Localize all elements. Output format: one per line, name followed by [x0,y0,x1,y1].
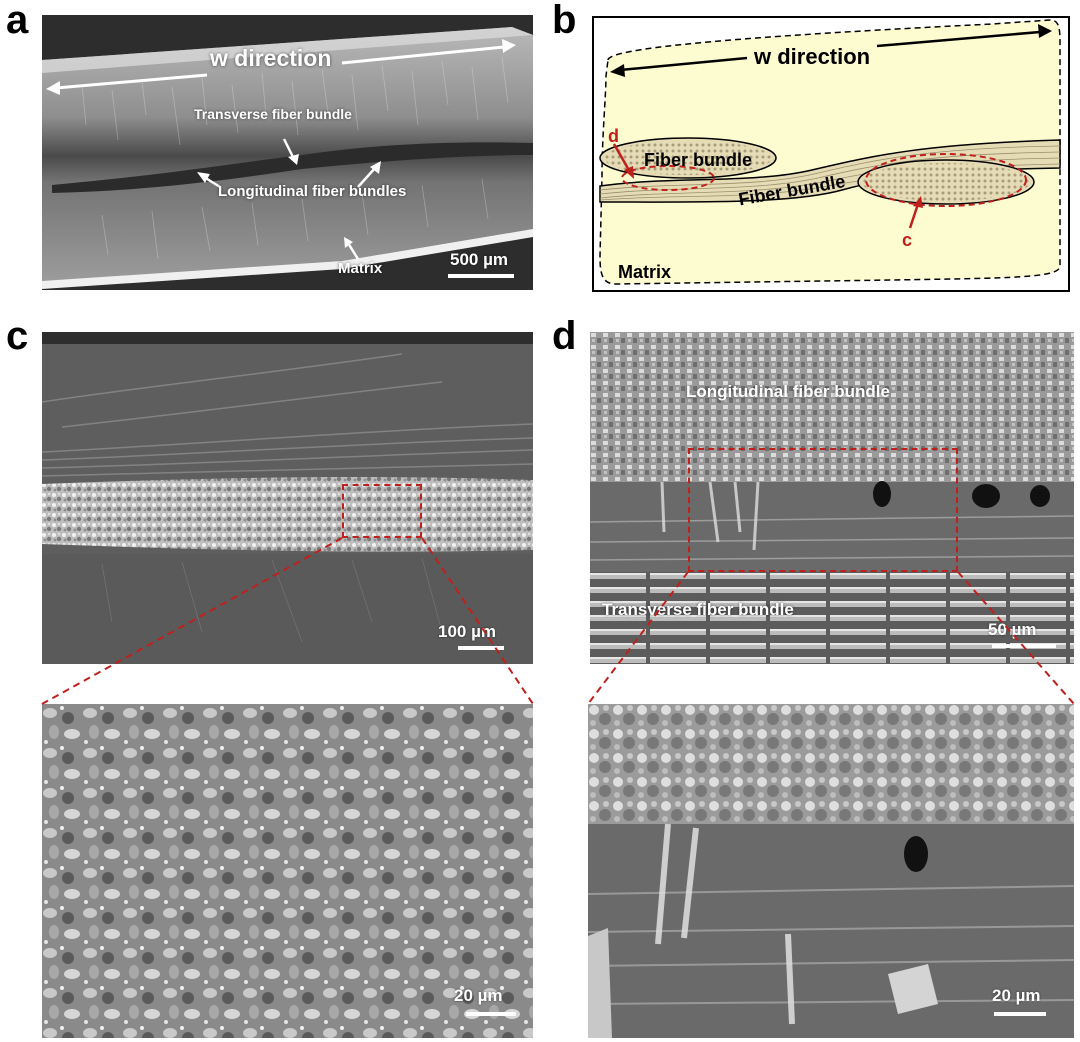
panel-label-d: d [552,314,577,358]
panel-a-longitudinal-label: Longitudinal fiber bundles [218,183,407,200]
panel-a-w-direction-label: w direction [210,45,332,71]
panel-b-region-d-outline [621,165,715,191]
panel-b-schematic: w direction Fiber bundle Fiber bundle d … [592,16,1070,292]
panel-c-top-scale-label: 100 µm [438,622,496,641]
panel-a-sem-image: w direction Transverse fiber bundle Long… [42,15,533,290]
panel-a-scale-bar [448,274,514,278]
panel-d-top-scale-bar [992,644,1056,648]
panel-label-c: c [6,314,29,358]
panel-label-b: b [552,0,577,42]
panel-a-scale-label: 500 µm [450,250,508,269]
panel-d-bottom-scale-label: 20 µm [992,986,1041,1005]
panel-b-matrix-label: Matrix [618,262,671,282]
panel-b-matrix-region [599,19,1061,285]
panel-d-top-sem-image: Longitudinal fiber bundle Transverse fib… [590,332,1074,664]
panel-d-bottom-texture [588,704,1074,1038]
panel-a-texture [42,15,533,290]
panel-c-zoom-box [342,484,422,538]
panel-a-transverse-label: Transverse fiber bundle [194,106,352,122]
panel-d-top-scale-label: 50 µm [988,620,1037,639]
panel-d-transverse-label: Transverse fiber bundle [602,600,794,619]
panel-d-zoom-box [688,448,958,572]
panel-d-bottom-scale-bar [994,1012,1046,1016]
panel-b-marker-c: c [902,230,912,250]
panel-c-top-scale-bar [458,646,504,650]
panel-c-bottom-texture [42,704,533,1038]
panel-c-bottom-scale-label: 20 µm [454,986,503,1005]
panel-c-bottom-sem-image: 20 µm [42,704,533,1038]
panel-b-marker-d: d [608,126,619,146]
panel-b-region-c-outline [865,153,1027,207]
panel-b-w-direction-label: w direction [753,44,870,69]
panel-d-bottom-sem-image: 20 µm [588,704,1074,1038]
panel-a-matrix-label: Matrix [338,260,383,277]
panel-c-bottom-scale-bar [466,1012,516,1016]
panel-c-top-sem-image: 100 µm [42,332,533,664]
panel-label-a: a [6,0,29,42]
panel-b-transverse-bundle [599,139,1061,203]
panel-c-top-texture [42,332,533,664]
panel-d-longitudinal-label: Longitudinal fiber bundle [686,382,890,401]
panel-b-fiber-bundle-label-1: Fiber bundle [644,150,752,170]
